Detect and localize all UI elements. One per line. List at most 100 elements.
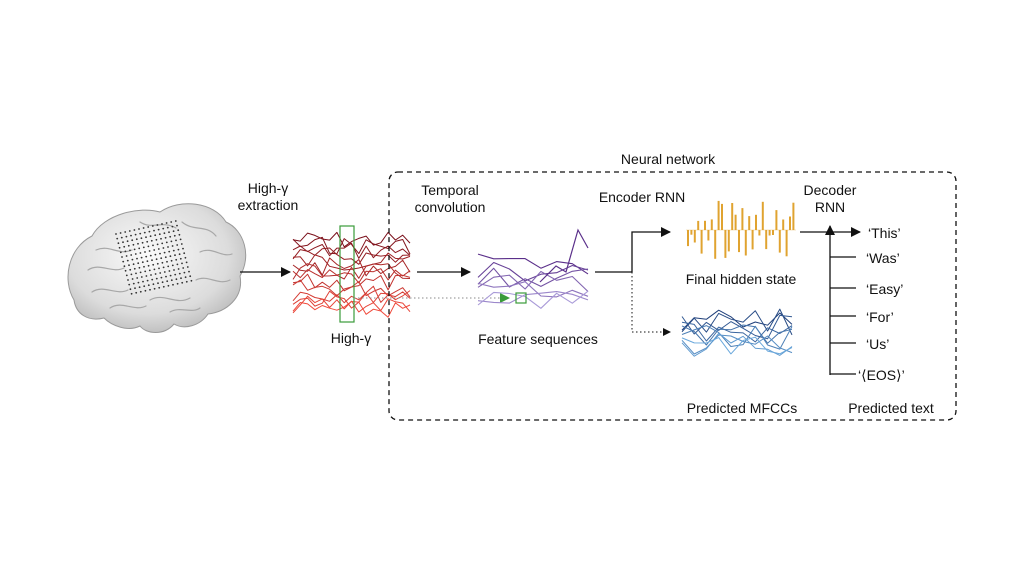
- extraction-label: High-γ extraction: [237, 180, 299, 213]
- electrode-dot: [131, 239, 134, 242]
- electrode-dot: [125, 255, 128, 257]
- electrode-dot: [118, 246, 121, 249]
- electrode-dot: [135, 238, 138, 241]
- electrode-dot: [161, 223, 163, 225]
- high-gamma-trace: [292, 231, 411, 248]
- feature-trace: [477, 267, 589, 288]
- neural-network-title: Neural network: [620, 151, 716, 167]
- feature-trace: [477, 270, 589, 292]
- convolution-window-highlight: [339, 225, 355, 323]
- electrode-dot: [183, 252, 186, 255]
- high-gamma-trace: [292, 290, 411, 309]
- feature-trace: [477, 261, 589, 282]
- electrode-dot: [135, 291, 138, 294]
- electrode-dot: [190, 279, 193, 282]
- electrode-dot: [148, 269, 151, 272]
- electrode-dot: [119, 251, 122, 254]
- temporal-convolution-label: Temporal convolution: [414, 182, 486, 215]
- electrode-dot: [144, 251, 146, 253]
- electrode-dot: [169, 255, 172, 258]
- predicted-word: ‘This’: [868, 225, 901, 241]
- electrode-dot: [164, 256, 167, 259]
- electrode-dot: [172, 283, 174, 286]
- electrode-dot: [126, 240, 129, 243]
- electrode-dot: [176, 282, 179, 285]
- electrode-dot: [162, 227, 165, 230]
- electrode-dot: [143, 285, 146, 288]
- electrode-dot: [158, 267, 160, 270]
- electrode-dot: [138, 266, 141, 269]
- electrode-dot: [181, 262, 183, 265]
- electrode-dot: [163, 251, 166, 254]
- electrode-dot: [121, 256, 123, 258]
- electrode-dot: [147, 226, 150, 228]
- electrode-dot: [167, 265, 170, 268]
- mfcc-trace: [681, 321, 793, 343]
- electrode-dot: [129, 249, 131, 252]
- electrode-dot: [147, 284, 150, 287]
- electrode-dot: [185, 261, 188, 264]
- electrode-dot: [178, 253, 181, 256]
- electrode-grid-icon: [115, 220, 193, 295]
- electrode-dot: [167, 246, 169, 248]
- electrode-dot: [174, 220, 177, 222]
- feature-trace: [539, 228, 589, 283]
- high-gamma-trace: [292, 252, 411, 271]
- electrode-dot: [178, 233, 181, 236]
- electrode-dot: [166, 260, 168, 263]
- electrode-dot: [162, 285, 165, 288]
- high-gamma-trace: [292, 273, 411, 292]
- decoder-word-ticks: [830, 256, 856, 375]
- electrode-dot: [171, 245, 174, 247]
- electrode-dot: [134, 253, 137, 255]
- feature-sequences-label: Feature sequences: [478, 331, 598, 347]
- electrode-dot: [174, 254, 176, 257]
- electrode-dot: [166, 280, 169, 283]
- electrode-dot: [149, 254, 152, 257]
- electrode-dot: [140, 276, 143, 278]
- neural-network-box: [388, 171, 957, 421]
- electrode-dot: [189, 275, 192, 278]
- electrode-dot: [182, 267, 185, 269]
- feature-window-highlight: [515, 292, 527, 304]
- electrode-dot: [157, 248, 160, 250]
- electrode-dot: [147, 245, 150, 248]
- electrode-dot: [130, 254, 133, 256]
- predicted-mfcc-traces: [681, 308, 793, 357]
- electrode-dot: [119, 232, 122, 234]
- electrode-dot: [180, 243, 183, 245]
- electrode-dot: [188, 270, 190, 273]
- electrode-dot: [150, 274, 152, 276]
- electrode-dot: [151, 278, 154, 281]
- electrode-dot: [140, 256, 143, 259]
- electrode-dot: [137, 242, 139, 245]
- electrode-dot: [171, 225, 174, 228]
- feature-sequence-traces: [477, 228, 589, 309]
- electrode-dot: [139, 271, 142, 274]
- predicted-text-label: Predicted text: [848, 400, 934, 416]
- electrode-dot: [158, 233, 161, 236]
- electrode-dot: [177, 229, 180, 232]
- electrode-dot: [153, 229, 155, 232]
- electrode-dot: [159, 272, 162, 274]
- feature-trace: [477, 290, 589, 309]
- electrode-dot: [179, 257, 182, 260]
- electrode-dot: [153, 268, 156, 271]
- electrode-dot: [146, 279, 149, 282]
- electrode-dot: [115, 233, 117, 235]
- electrode-dot: [149, 288, 151, 291]
- electrode-dot: [177, 268, 180, 270]
- electrode-dot: [132, 243, 135, 246]
- electrode-dot: [135, 272, 137, 275]
- electrode-dot: [139, 290, 142, 293]
- electrode-dot: [181, 281, 184, 284]
- electrode-dot: [130, 234, 132, 237]
- electrode-dot: [170, 279, 173, 282]
- electrode-dot: [186, 266, 189, 268]
- electrode-dot: [117, 242, 120, 245]
- electrode-dot: [132, 282, 135, 285]
- electrode-dot: [161, 242, 164, 245]
- electrode-dot: [120, 236, 123, 239]
- electrode-dot: [128, 230, 131, 232]
- high-gamma-trace: [292, 242, 411, 259]
